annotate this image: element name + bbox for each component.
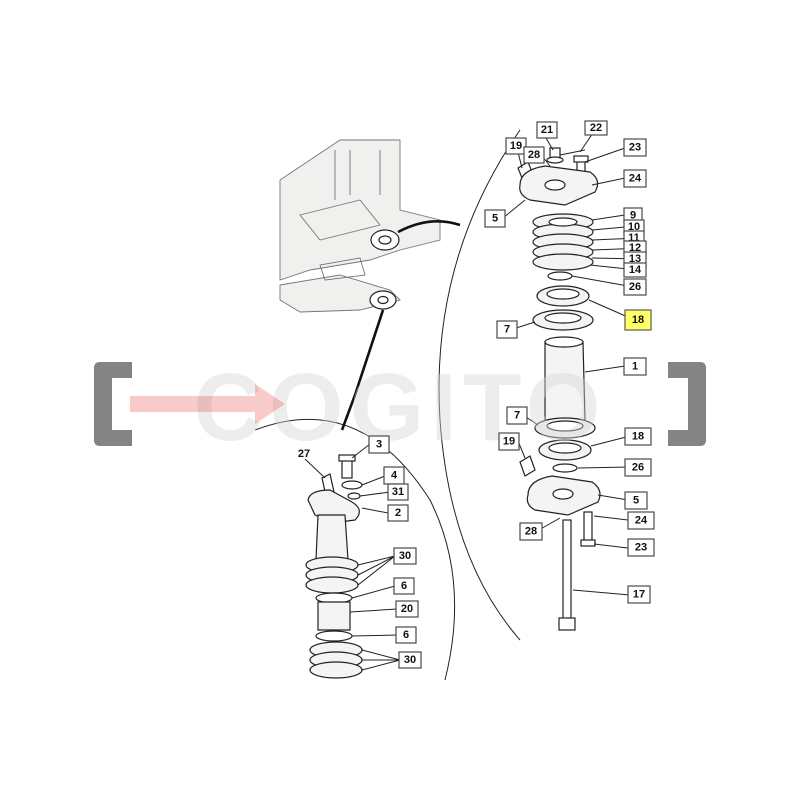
callout-23-top: 23: [623, 138, 647, 157]
svg-text:1: 1: [632, 361, 638, 373]
svg-text:6: 6: [403, 629, 409, 641]
callout-labels: 21 22 19 28 23 24 5 9 10 11 12 13 14 26 …: [298, 120, 655, 669]
svg-text:5: 5: [492, 213, 498, 225]
callout-20: 20: [395, 600, 419, 618]
callout-30-bottom: 30: [398, 651, 422, 669]
svg-text:12: 12: [629, 242, 641, 254]
callout-4: 4: [383, 466, 405, 485]
svg-text:28: 28: [525, 526, 537, 538]
callout-2: 2: [387, 504, 409, 522]
svg-text:4: 4: [391, 470, 398, 482]
callout-7-top: 7: [496, 320, 518, 339]
svg-text:2: 2: [395, 507, 401, 519]
watermark-right-bracket: [668, 362, 706, 446]
callout-1: 1: [623, 357, 647, 376]
svg-text:26: 26: [629, 281, 641, 293]
svg-text:23: 23: [635, 542, 647, 554]
callout-19-bottom: 19: [498, 432, 520, 451]
svg-text:7: 7: [514, 410, 520, 422]
svg-text:3: 3: [376, 439, 382, 451]
svg-text:27: 27: [298, 448, 310, 460]
callout-3: 3: [368, 435, 390, 454]
callout-7-bottom: 7: [506, 406, 528, 425]
svg-text:6: 6: [401, 580, 407, 592]
svg-text:11: 11: [628, 232, 640, 244]
callout-27: 27: [298, 448, 310, 460]
svg-text:30: 30: [399, 550, 411, 562]
callout-17: 17: [627, 585, 651, 604]
right-assembly: [517, 147, 601, 631]
callout-21: 21: [536, 121, 558, 139]
svg-text:5: 5: [633, 495, 639, 507]
svg-text:7: 7: [504, 324, 510, 336]
svg-text:21: 21: [541, 124, 553, 136]
callout-28-top: 28: [523, 146, 545, 164]
svg-text:19: 19: [503, 436, 515, 448]
callout-30-top: 30: [393, 547, 417, 565]
watermark-arrow: [130, 384, 285, 424]
watermark: COGITO: [94, 354, 706, 461]
callout-14: 14: [623, 262, 647, 278]
callout-28-bottom: 28: [519, 522, 543, 541]
callout-24-bottom: 24: [627, 511, 655, 530]
callout-6-bottom: 6: [395, 626, 417, 644]
svg-text:18: 18: [632, 431, 644, 443]
left-detail-assembly: [305, 454, 363, 679]
right-assembly-arc: [438, 129, 521, 641]
watermark-text: COGITO: [194, 354, 607, 461]
svg-text:10: 10: [628, 221, 640, 233]
svg-text:24: 24: [629, 173, 642, 185]
callout-26-top: 26: [623, 278, 647, 296]
callout-19-top: 19: [505, 137, 527, 155]
machine-frame-sketch: [279, 139, 441, 313]
svg-text:18: 18: [632, 314, 644, 326]
callout-18-bottom: 18: [624, 427, 652, 446]
svg-text:22: 22: [590, 122, 602, 134]
svg-text:19: 19: [510, 140, 522, 152]
connector-line-top: [397, 220, 461, 234]
svg-text:24: 24: [635, 515, 648, 527]
callout-5-top: 5: [484, 209, 506, 228]
svg-text:13: 13: [629, 253, 641, 265]
callout-31: 31: [387, 483, 409, 501]
callout-23-bottom: 23: [627, 538, 655, 557]
callout-18-highlighted: 18: [624, 309, 652, 331]
svg-text:28: 28: [528, 149, 540, 161]
svg-text:17: 17: [633, 589, 645, 601]
connector-line-mid: [340, 309, 385, 431]
left-detail-arc: [254, 418, 456, 681]
callout-26-bottom: 26: [624, 458, 652, 477]
callout-6-top: 6: [393, 577, 415, 595]
svg-text:20: 20: [401, 603, 413, 615]
callout-22: 22: [584, 120, 608, 136]
svg-text:30: 30: [404, 654, 416, 666]
svg-text:31: 31: [392, 486, 404, 498]
watermark-left-bracket: [94, 362, 132, 446]
svg-text:23: 23: [629, 142, 641, 154]
svg-text:26: 26: [632, 462, 644, 474]
callout-24-top: 24: [623, 169, 647, 188]
svg-text:14: 14: [629, 264, 642, 276]
svg-text:9: 9: [630, 210, 636, 222]
callout-5-bottom: 5: [624, 491, 648, 510]
